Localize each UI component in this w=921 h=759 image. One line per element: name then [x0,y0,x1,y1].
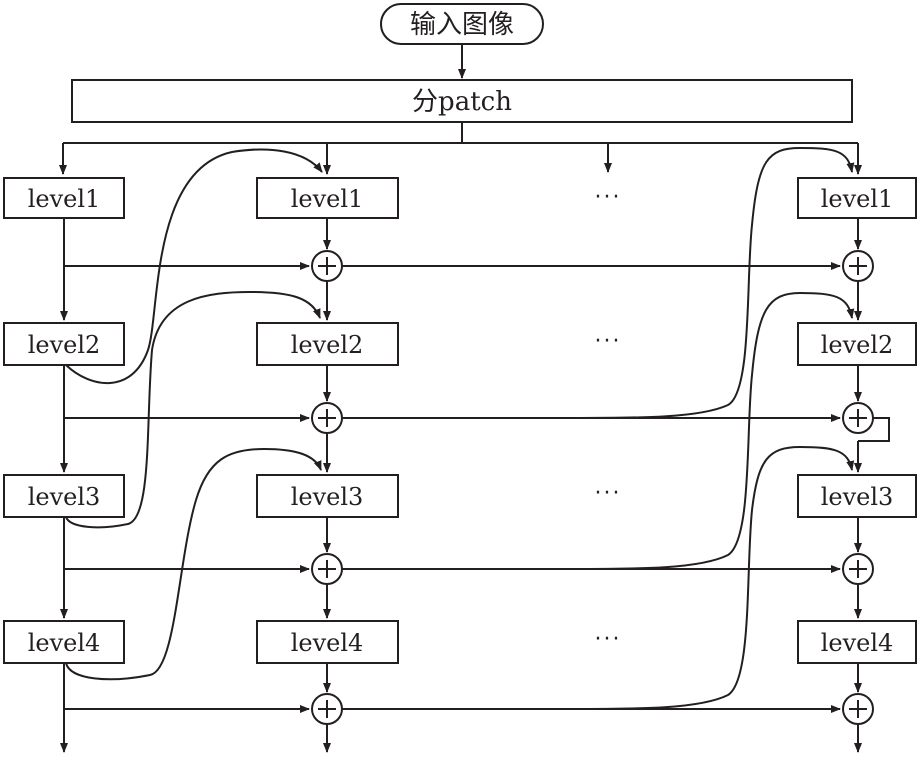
skip-curves-col1-to-col2 [65,148,323,681]
ellipsis-text: ··· [595,627,622,652]
level-box [256,474,399,518]
plus-node-icon [311,553,343,585]
split-patch-box [71,79,853,123]
level-label: level3 [821,483,894,511]
input-image-label: 输入图像 [410,10,514,40]
plus-node-icon [842,553,874,585]
plus-node-icon [311,402,343,434]
level-label: level1 [28,185,101,213]
split-patch-label: 分patch [412,87,512,117]
level-label: level2 [821,331,894,359]
column-1: level1 level2 level3 level4 [3,177,125,664]
level-box [256,620,399,664]
ellipsis-text: ··· [595,481,622,506]
level-box [3,322,125,366]
column-1-connections [60,218,310,753]
level-label: level4 [821,629,894,657]
plus-node-icon [842,402,874,434]
level-box [256,177,399,219]
level-label: level4 [291,629,364,657]
column-4-connections [854,218,890,753]
level-label: level1 [821,185,894,213]
level-label: level2 [28,331,101,359]
plus-node-icon [842,693,874,725]
ellipsis-text: ··· [595,329,622,354]
column-4: level1 level2 level3 level4 [797,177,917,664]
plus-node-icon [311,693,343,725]
distribution-bus [59,122,862,175]
level-label: level2 [291,331,364,359]
level-box [3,177,125,219]
level-label: level1 [291,185,364,213]
cross-column-links [342,262,841,713]
ellipsis-column: ··· ··· ··· ··· [595,185,622,652]
level-label: level3 [28,483,101,511]
column-2: level1 level2 level3 level4 [256,177,399,664]
skip-curves-col2-to-col4 [569,146,855,710]
plus-node-icon [842,250,874,282]
level-label: level3 [291,483,364,511]
level-box [3,474,125,518]
level-box [797,474,917,518]
ellipsis-text: ··· [595,185,622,210]
level-box [3,620,125,664]
level-label: level4 [28,629,101,657]
plus-node-icon [311,250,343,282]
